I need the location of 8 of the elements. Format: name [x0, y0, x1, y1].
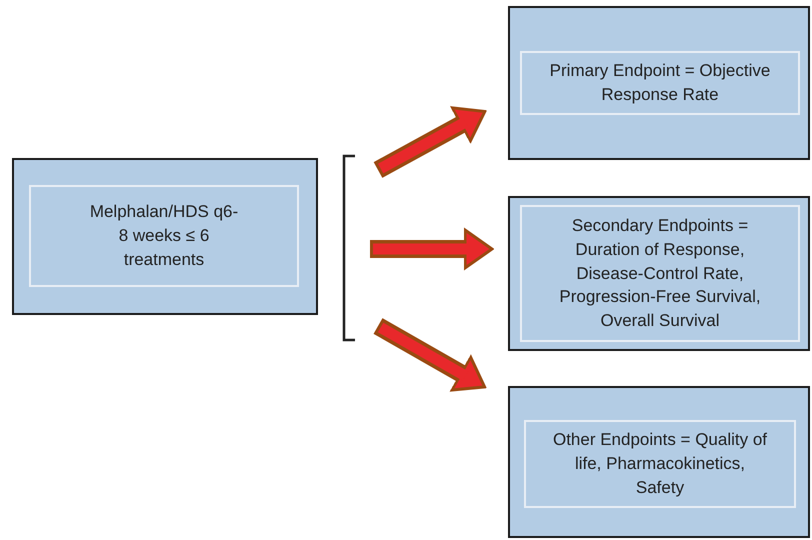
- node-label: Secondary Endpoints = Duration of Response, Disease-Control Rate, Progression-Free Survival, Overall Survival: [558, 215, 762, 332]
- node-label: Primary Endpoint = Objective Response Rate: [548, 60, 772, 106]
- process-box: [508, 196, 810, 351]
- process-box: [12, 158, 318, 315]
- process-box: [508, 6, 810, 160]
- process-box: [508, 386, 810, 538]
- node-label: Other Endpoints = Quality of life, Pharmacokinetics, Safety: [552, 429, 768, 499]
- node-label: Melphalan/HDS q6-8 weeks ≤ 6 treatments: [89, 201, 239, 271]
